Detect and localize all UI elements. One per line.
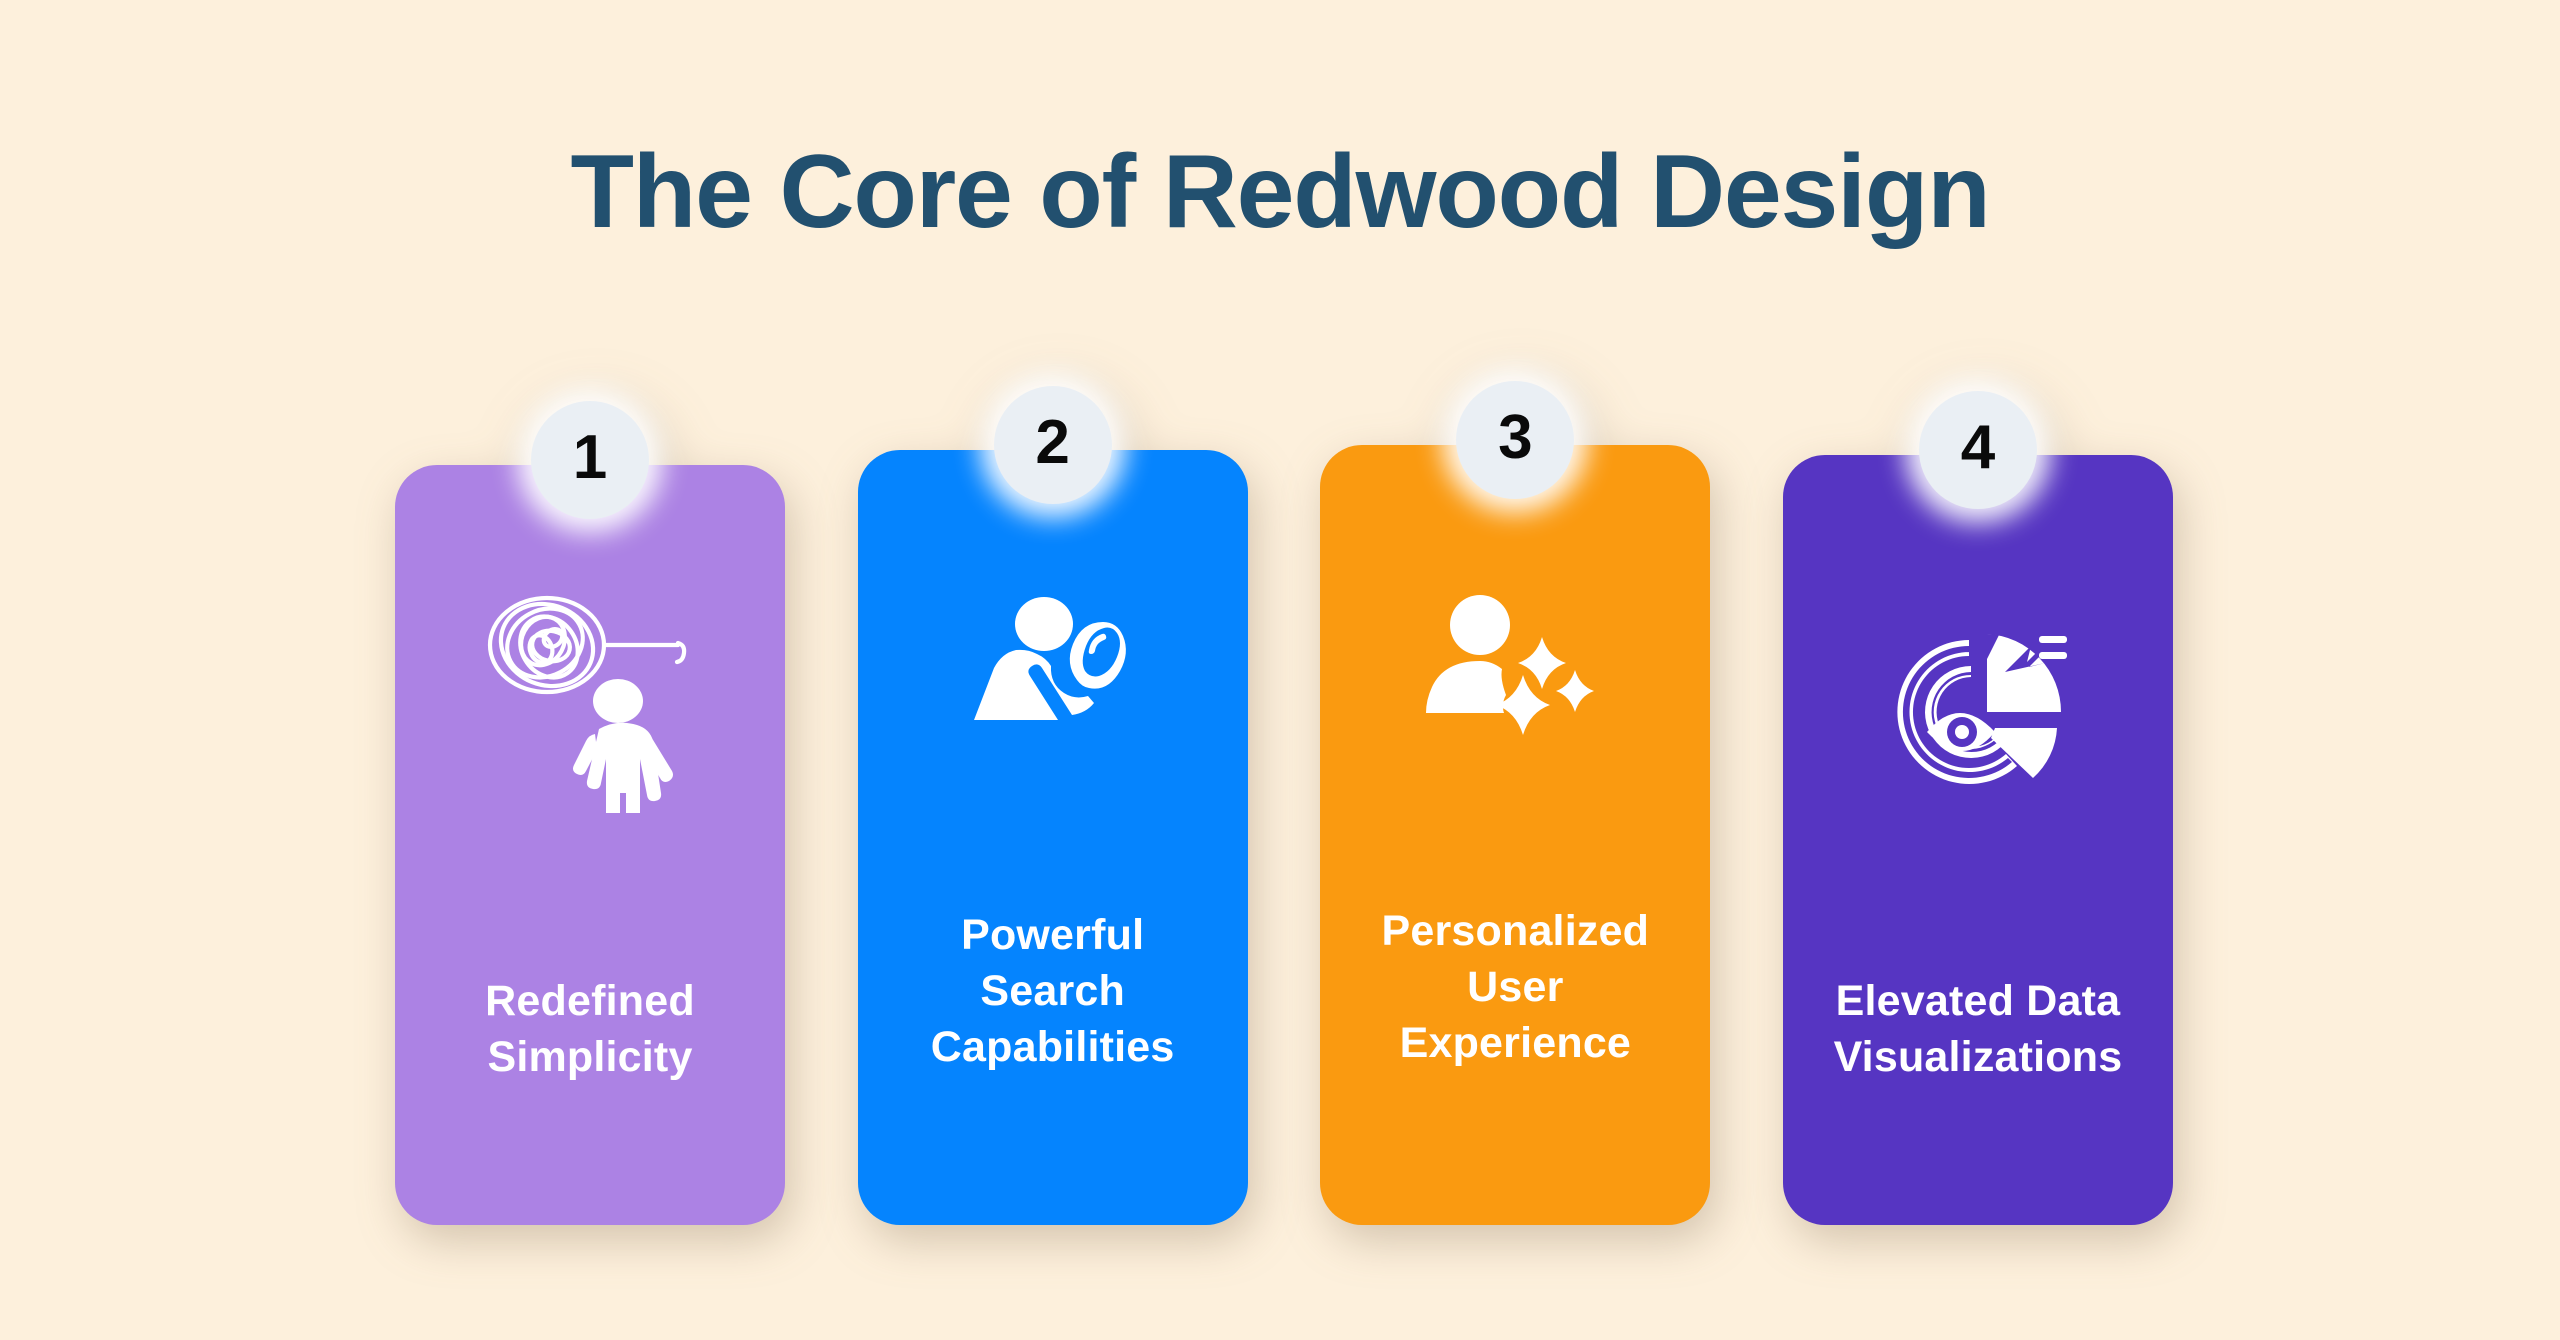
- page-title: The Core of Redwood Design: [570, 134, 1990, 250]
- feature-card-1[interactable]: 1: [395, 401, 785, 1225]
- person-magnifier-icon: [938, 578, 1168, 768]
- feature-label-4: Elevated Data Visualizations: [1833, 977, 2123, 1081]
- feature-card-2[interactable]: 2 Powerful Search Capabilities: [857, 386, 1248, 1225]
- feature-label-2: Powerful Search Capabilities: [930, 911, 1175, 1071]
- feature-card-row: 1: [395, 381, 2173, 1225]
- donut-chart-eye-icon: [1863, 615, 2093, 805]
- feature-card-3[interactable]: 3 Personalized User Experience: [1320, 381, 1711, 1225]
- feature-label-1: Redefined Simplicity: [485, 977, 695, 1081]
- card-number-4: 4: [1960, 413, 1996, 482]
- card-number-badge-2: 2: [993, 386, 1112, 504]
- card-number-2: 2: [1035, 408, 1070, 477]
- card-number-1: 1: [572, 423, 608, 492]
- card-number-badge-4: 4: [1918, 391, 2037, 509]
- card-number-3: 3: [1498, 403, 1533, 472]
- untangle-knot-icon: [475, 583, 705, 813]
- card-number-badge-1: 1: [531, 401, 649, 519]
- feature-label-3: Personalized User Experience: [1381, 907, 1650, 1067]
- feature-card-4[interactable]: 4: [1782, 391, 2173, 1225]
- card-number-badge-3: 3: [1456, 381, 1575, 499]
- user-sparkles-icon: [1400, 577, 1630, 767]
